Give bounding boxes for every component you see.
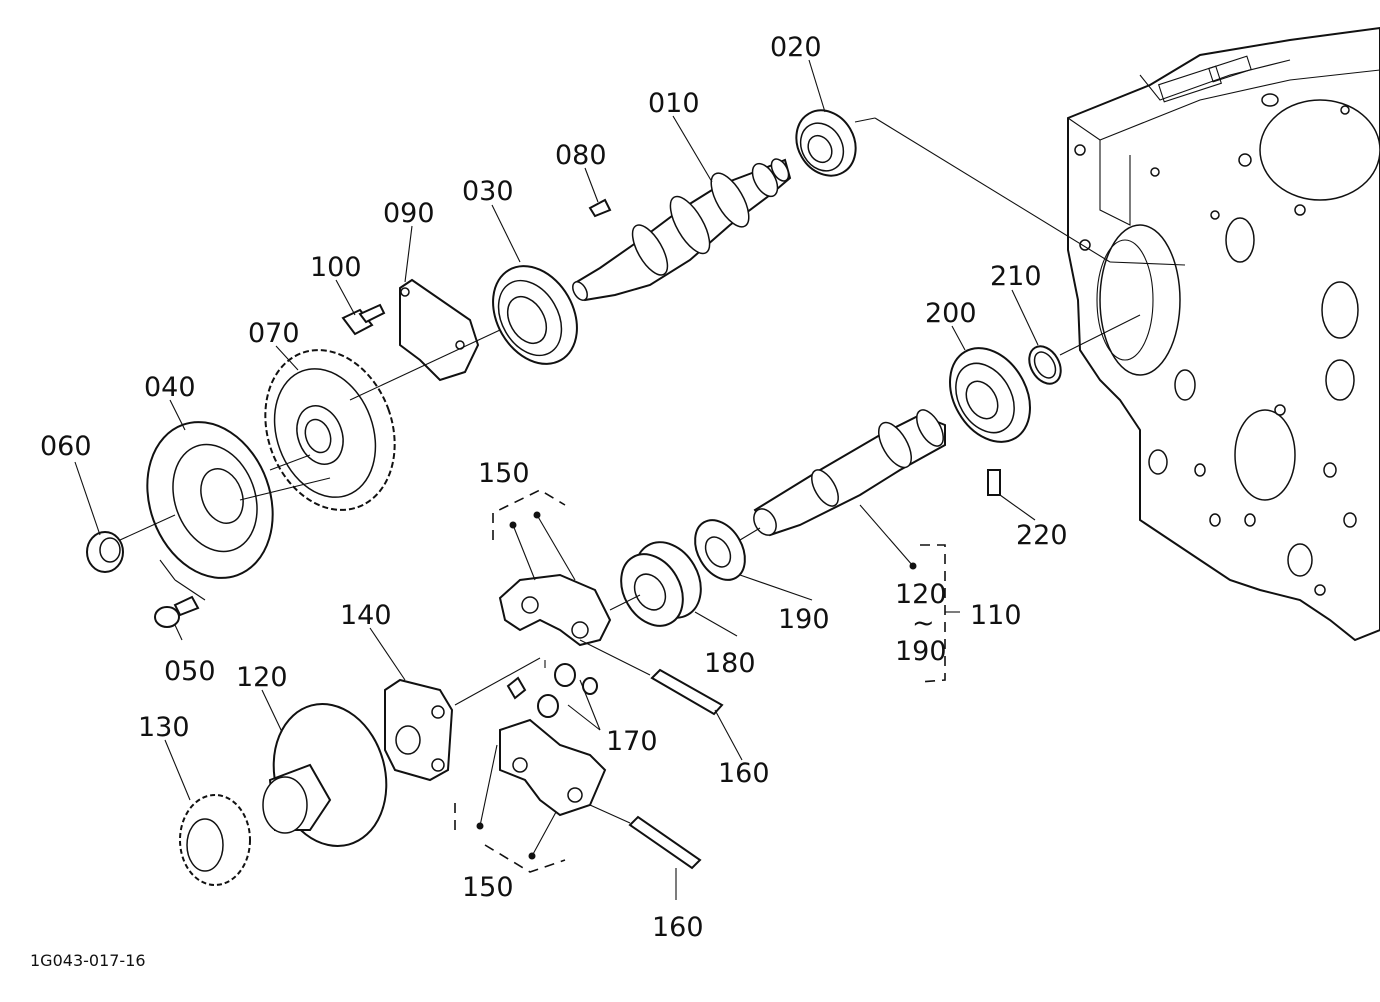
label-130: 130 [138,712,190,743]
part-070-gear [264,349,396,511]
part-140-block [384,678,454,782]
part-200-bearing [949,347,1031,443]
label-120-left: 120 [236,662,288,693]
part-150-weight-upper [498,573,612,647]
part-150-weight-lower [499,718,607,817]
part-050-bolt [154,595,200,628]
label-200: 200 [925,298,977,329]
label-210: 210 [990,261,1042,292]
part-120-housing [262,703,388,847]
label-060: 060 [40,431,92,462]
label-090: 090 [383,198,435,229]
part-170-pins [506,663,598,718]
label-100: 100 [310,252,362,283]
figure-code: 1G043-017-16 [30,951,146,970]
label-170: 170 [606,726,658,757]
label-150-lower: 150 [462,872,514,903]
label-010: 010 [648,88,700,119]
part-160-pin-upper [650,668,724,716]
label-160-upper: 160 [718,758,770,789]
label-190: 190 [778,604,830,635]
part-180-sleeve [620,541,702,627]
label-190-range: 190 [895,636,947,667]
part-010-camshaft [572,158,792,302]
label-220: 220 [1016,520,1068,551]
label-050: 050 [164,656,216,687]
part-160-pin-lower [628,815,702,870]
label-140: 140 [340,600,392,631]
part-100-bolt [341,303,386,336]
label-080: 080 [555,140,607,171]
part-220-screw [987,469,1001,496]
label-030: 030 [462,176,514,207]
part-040-plate [146,421,274,579]
part-110-shaft [753,409,946,537]
label-070: 070 [248,318,300,349]
label-180: 180 [704,648,756,679]
label-020: 020 [770,32,822,63]
label-150-upper: 150 [478,458,530,489]
part-130-gear [179,794,251,886]
part-190-washer [694,519,746,581]
label-040: 040 [144,372,196,403]
part-030-bearing [492,265,578,365]
part-020-bearing [795,109,857,177]
part-060-nut [86,531,124,573]
label-160-lower: 160 [652,912,704,943]
bracket-150-lower [454,800,566,873]
part-090-bracket [399,278,480,382]
engine-block [1067,26,1380,642]
label-120-range: 120 [895,579,947,610]
label-110: 110 [970,600,1022,631]
range-tilde: ~ [912,608,935,639]
part-080-key [588,198,612,218]
bracket-150-upper [492,489,566,540]
part-210-snap-ring [1028,345,1062,385]
